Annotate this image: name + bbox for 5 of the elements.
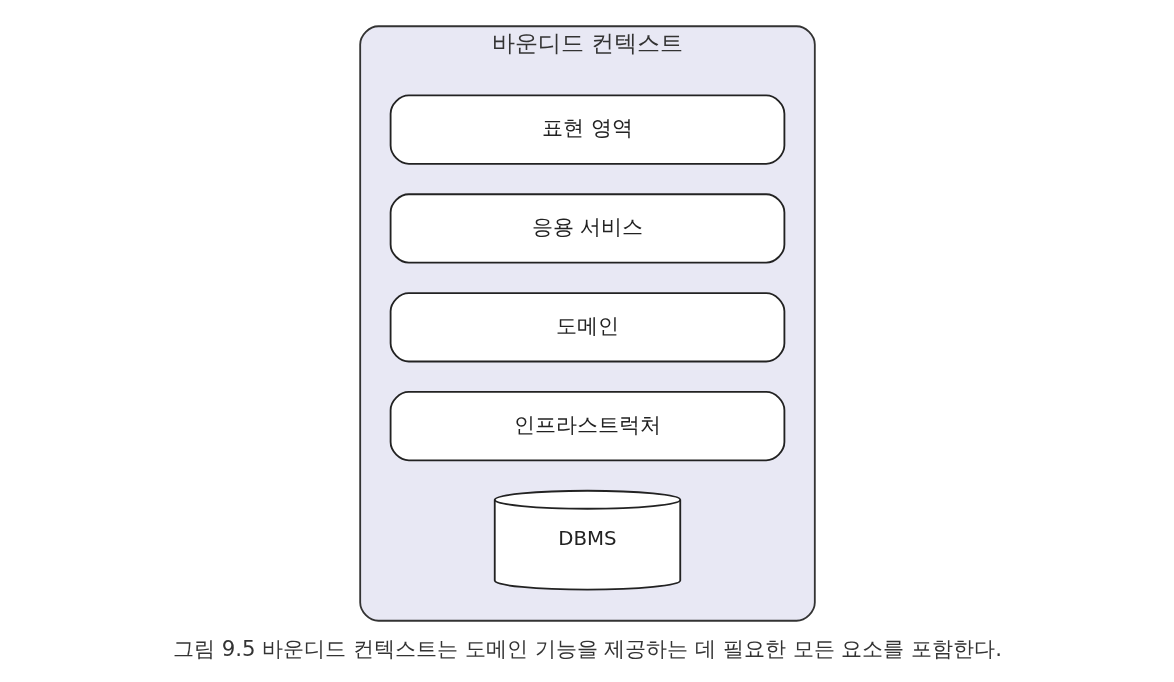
node-box: 응용 서비스: [389, 193, 785, 264]
caption: 그림 9.5 바운디드 컨텍스트는 도메인 기능을 제공하는 데 필요한 모든 요소를 포함한다.: [172, 636, 1002, 662]
node-box: 표현 영역: [389, 94, 785, 165]
node-box: 도메인: [389, 292, 785, 363]
node-box: 인프라스트럭처: [389, 391, 785, 462]
